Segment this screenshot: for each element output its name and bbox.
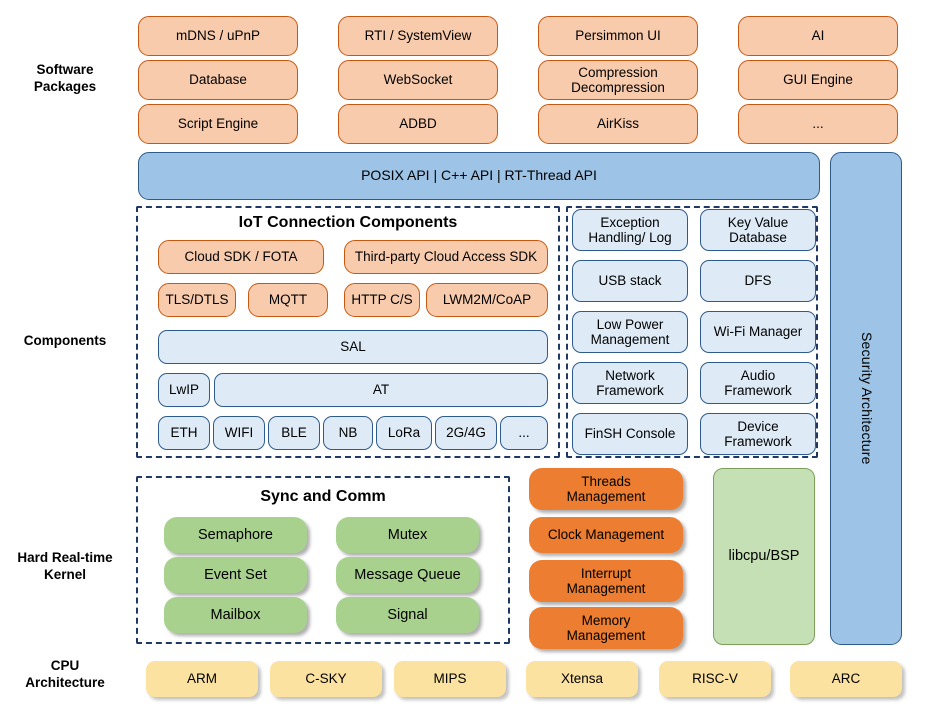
package-ai[interactable]: AI [738, 16, 898, 56]
component-exception-handling-log[interactable]: Exception Handling/ Log [572, 209, 688, 251]
iot-lwm2m-coap[interactable]: LWM2M/CoAP [426, 283, 548, 317]
device-line2: Framework [724, 434, 792, 449]
package-database[interactable]: Database [138, 60, 298, 100]
cpu-label-line1: CPU [50, 658, 80, 674]
sync-and-comm-group [136, 476, 510, 644]
iot-ble[interactable]: BLE [268, 416, 320, 450]
network-line1: Network [605, 367, 655, 383]
iot-tls-dtls[interactable]: TLS/DTLS [158, 283, 236, 317]
compression-line2: Decompression [571, 80, 665, 95]
cpu-arc[interactable]: ARC [790, 661, 902, 697]
package-websocket[interactable]: WebSocket [338, 60, 498, 100]
package-adbd[interactable]: ADBD [338, 104, 498, 144]
exception-line1: Exception [600, 214, 660, 230]
sync-and-comm-title: Sync and Comm [260, 488, 386, 505]
section-label-cpu-architecture: CPU Architecture [0, 653, 130, 697]
iot-nb[interactable]: NB [323, 416, 373, 450]
kvdb-line1: Key Value [727, 214, 789, 230]
cpu-mips[interactable]: MIPS [394, 661, 506, 697]
iot-lwip[interactable]: LwIP [158, 373, 210, 407]
component-wifi-manager[interactable]: Wi-Fi Manager [700, 311, 816, 353]
iot-more[interactable]: ... [500, 416, 548, 450]
libcpu-bsp[interactable]: libcpu/BSP [713, 468, 815, 645]
interrupt-line1: Interrupt [580, 565, 632, 581]
component-device-framework[interactable]: Device Framework [700, 413, 816, 455]
iot-at[interactable]: AT [214, 373, 548, 407]
component-key-value-database[interactable]: Key Value Database [700, 209, 816, 251]
security-architecture-column[interactable]: Security Architecture [830, 152, 902, 645]
compression-line1: Compression [578, 64, 658, 80]
api-band[interactable]: POSIX API | C++ API | RT-Thread API [138, 152, 820, 200]
iot-connection-group [136, 206, 560, 458]
cpu-label-line2: Architecture [25, 675, 105, 690]
kernel-mutex[interactable]: Mutex [336, 517, 479, 553]
interrupt-line2: Management [566, 581, 646, 596]
iot-third-party-cloud-access-sdk[interactable]: Third-party Cloud Access SDK [344, 240, 548, 274]
kernel-memory-management[interactable]: Memory Management [529, 607, 683, 649]
cpu-xtensa[interactable]: Xtensa [526, 661, 638, 697]
package-script-engine[interactable]: Script Engine [138, 104, 298, 144]
component-network-framework[interactable]: Network Framework [572, 362, 688, 404]
kernel-mailbox[interactable]: Mailbox [164, 597, 307, 633]
kernel-label-line1: Hard Real-time [17, 550, 113, 566]
iot-eth[interactable]: ETH [158, 416, 210, 450]
threads-line1: Threads [581, 473, 631, 489]
component-audio-framework[interactable]: Audio Framework [700, 362, 816, 404]
audio-line2: Framework [724, 383, 792, 398]
cpu-risc-v[interactable]: RISC-V [659, 661, 771, 697]
package-more[interactable]: ... [738, 104, 898, 144]
section-label-components: Components [23, 332, 107, 348]
kvdb-line2: Database [729, 230, 787, 245]
iot-wifi[interactable]: WIFI [213, 416, 265, 450]
lowpower-line2: Management [590, 332, 670, 347]
iot-connection-title: IoT Connection Components [238, 214, 458, 231]
iot-sal[interactable]: SAL [158, 330, 548, 364]
lowpower-line1: Low Power [596, 316, 664, 332]
component-low-power-management[interactable]: Low Power Management [572, 311, 688, 353]
package-airkiss[interactable]: AirKiss [538, 104, 698, 144]
iot-http-cs[interactable]: HTTP C/S [344, 283, 420, 317]
software-packages-label-line1: Software [36, 62, 94, 78]
security-architecture-label: Security Architecture [858, 332, 875, 465]
cpu-c-sky[interactable]: C-SKY [270, 661, 382, 697]
package-mdns-upnp[interactable]: mDNS / uPnP [138, 16, 298, 56]
kernel-signal[interactable]: Signal [336, 597, 479, 633]
component-dfs[interactable]: DFS [700, 260, 816, 302]
kernel-threads-management[interactable]: Threads Management [529, 468, 683, 510]
kernel-message-queue[interactable]: Message Queue [336, 557, 479, 593]
threads-line2: Management [566, 489, 646, 504]
package-persimmon-ui[interactable]: Persimmon UI [538, 16, 698, 56]
components-grid-group [566, 206, 818, 458]
memory-line1: Memory [581, 612, 631, 628]
iot-2g-4g[interactable]: 2G/4G [435, 416, 497, 450]
iot-cloud-sdk-fota[interactable]: Cloud SDK / FOTA [158, 240, 324, 274]
audio-line1: Audio [740, 367, 776, 383]
iot-lora[interactable]: LoRa [376, 416, 432, 450]
package-gui-engine[interactable]: GUI Engine [738, 60, 898, 100]
package-compression-decompression[interactable]: Compression Decompression [538, 60, 698, 100]
kernel-event-set[interactable]: Event Set [164, 557, 307, 593]
kernel-clock-management[interactable]: Clock Management [529, 517, 683, 553]
kernel-interrupt-management[interactable]: Interrupt Management [529, 560, 683, 602]
component-usb-stack[interactable]: USB stack [572, 260, 688, 302]
component-finsh-console[interactable]: FinSH Console [572, 413, 688, 455]
kernel-label-line2: Kernel [43, 567, 87, 582]
exception-line2: Handling/ Log [588, 230, 672, 245]
section-label-kernel: Hard Real-time Kernel [0, 545, 130, 589]
device-line1: Device [737, 418, 779, 434]
iot-mqtt[interactable]: MQTT [248, 283, 328, 317]
kernel-semaphore[interactable]: Semaphore [164, 517, 307, 553]
section-label-software-packages: Software Packages [0, 55, 130, 103]
cpu-arm[interactable]: ARM [146, 661, 258, 697]
package-rti-systemview[interactable]: RTI / SystemView [338, 16, 498, 56]
network-line2: Framework [596, 383, 664, 398]
software-packages-label-line2: Packages [33, 79, 97, 94]
memory-line2: Management [566, 628, 646, 643]
